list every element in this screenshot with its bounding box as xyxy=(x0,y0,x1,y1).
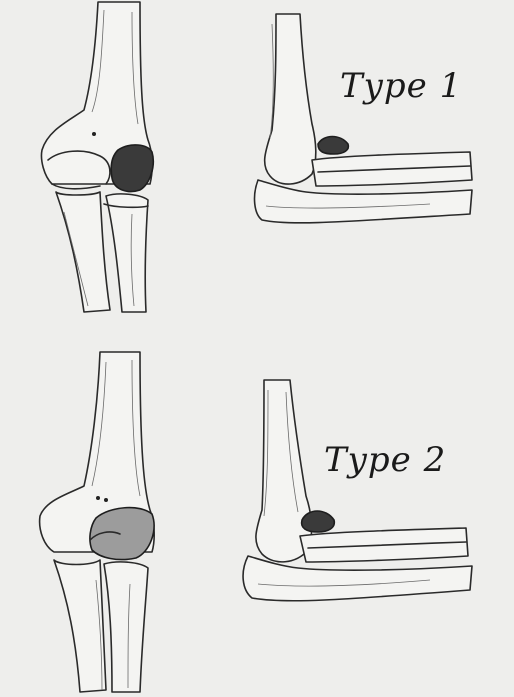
type-1-label: Type 1 xyxy=(340,66,462,106)
ap-elbow-type2 xyxy=(40,352,155,692)
type-2-label: Type 2 xyxy=(324,440,446,480)
capitellum-fragment-type1 xyxy=(111,145,153,192)
ap-elbow-type1 xyxy=(41,2,153,312)
capitellum-fragment-lateral-type2 xyxy=(302,511,335,532)
lateral-elbow-type2 xyxy=(243,380,472,601)
lateral-elbow-type1 xyxy=(255,14,472,223)
capitellum-fragment-lateral-type1 xyxy=(318,137,348,155)
